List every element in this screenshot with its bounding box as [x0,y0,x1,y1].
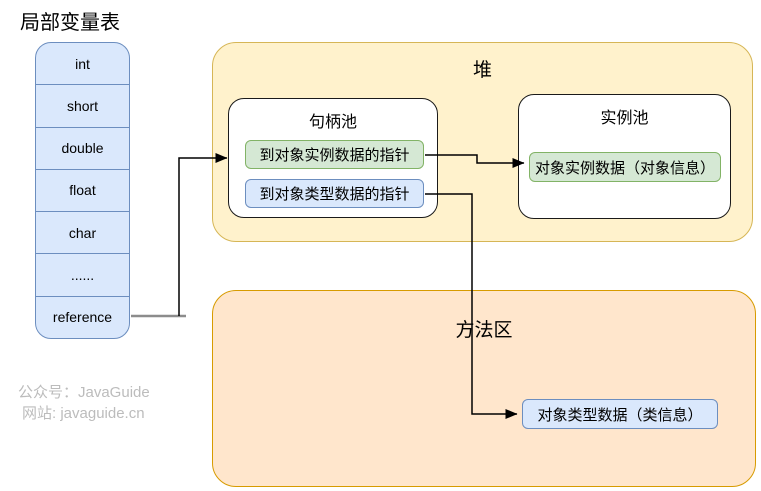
instance-data-pointer-box: 到对象实例数据的指针 [245,140,424,169]
local-var-cell-reference: reference [52,309,113,326]
handle-pool: 句柄池 到对象实例数据的指针 到对象类型数据的指针 [228,98,438,218]
type-data-pointer-box: 到对象类型数据的指针 [245,179,424,208]
method-area-region: 方法区 对象类型数据（类信息） [212,290,756,487]
local-var-table: int short double float char ...... refer… [35,42,130,339]
local-var-table-title: 局部变量表 [20,12,120,34]
local-var-cell-ellipsis: ...... [36,254,129,297]
local-var-cell-short: short [36,85,129,128]
watermark-account: 公众号：JavaGuide [18,384,150,401]
instance-pool-title: 实例池 [600,110,649,127]
handle-pool-title: 句柄池 [308,114,357,131]
local-var-cell-int: int [36,43,129,86]
watermark: 公众号：JavaGuide 网站: javaguide.cn [18,382,150,424]
heap-title: 堆 [472,60,492,81]
method-area-title: 方法区 [455,320,513,341]
watermark-site: 网站: javaguide.cn [22,405,145,422]
local-var-cell-char: char [36,212,129,255]
object-instance-data-box: 对象实例数据（对象信息） [529,152,721,182]
instance-pool: 实例池 对象实例数据（对象信息） [518,94,731,219]
object-type-data-box: 对象类型数据（类信息） [522,399,718,429]
local-var-cell-float: float [36,170,129,213]
local-var-cell-double: double [36,128,129,170]
